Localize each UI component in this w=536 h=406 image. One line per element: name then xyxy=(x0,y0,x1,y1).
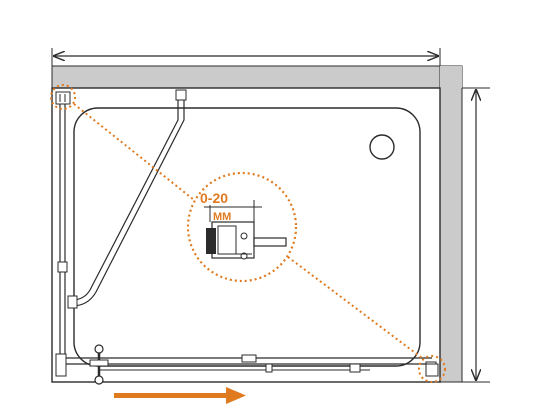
corner-profile-top-left xyxy=(55,91,71,105)
left-fixed-panel xyxy=(57,96,68,370)
panel-clip-mid xyxy=(57,261,68,273)
stabilizer-bar xyxy=(67,89,187,309)
callout-leader-bottom xyxy=(283,253,423,359)
drain-icon xyxy=(369,134,395,160)
adjustment-range-label: 0-20 xyxy=(200,190,228,206)
dimension-depth xyxy=(462,87,490,383)
callout-leader-top xyxy=(73,103,195,201)
dimension-width xyxy=(51,48,441,66)
wall-profile xyxy=(211,221,255,259)
right-wall xyxy=(439,65,463,383)
adjustment-unit-label: ММ xyxy=(213,211,231,223)
top-wall xyxy=(51,65,441,89)
door-clip xyxy=(349,363,361,373)
bar-panel-mount xyxy=(67,295,78,309)
callout-circle-top-left xyxy=(50,84,76,110)
magnified-detail: 0-20 ММ xyxy=(186,171,298,283)
corner-profile-bottom-right xyxy=(425,363,439,377)
detail-callout-lines xyxy=(50,84,446,383)
glass-panel-stub xyxy=(253,237,287,247)
bar-wall-mount xyxy=(175,89,187,101)
corner-wall xyxy=(440,66,462,88)
door-roller xyxy=(241,354,257,363)
door-stopper-left xyxy=(55,353,67,377)
door-roller xyxy=(265,363,273,373)
walls xyxy=(51,65,463,383)
callout-circle-bottom-right xyxy=(418,355,446,383)
arrow-right-icon xyxy=(114,387,246,404)
door-handle xyxy=(89,344,109,385)
